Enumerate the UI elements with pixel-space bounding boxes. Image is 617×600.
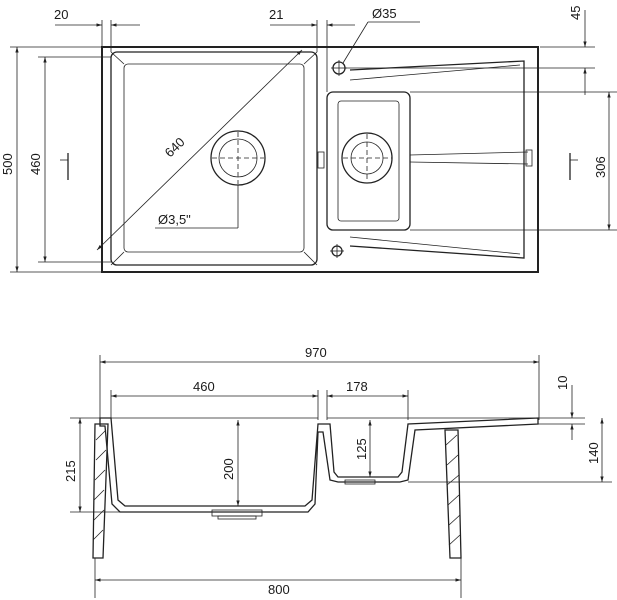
main-bowl-outer — [110, 51, 318, 266]
section-view: 970 460 178 200 — [63, 345, 612, 598]
dim-10: 10 — [555, 376, 570, 390]
dim-178: 178 — [346, 379, 368, 394]
cabinet-panel-left — [92, 423, 109, 559]
small-drain-fitting — [344, 479, 376, 485]
dim-640: 640 — [162, 134, 188, 160]
overflow-slot — [317, 151, 325, 169]
diagonal-dim-line — [96, 49, 303, 251]
small-bowl-outer — [326, 91, 411, 231]
dim-140: 140 — [586, 442, 601, 464]
drainer-board — [349, 60, 525, 259]
dim-970: 970 — [305, 345, 327, 360]
sink-profile — [99, 417, 539, 513]
dim-500: 500 — [0, 153, 15, 175]
top-view: 640 Ø3,5" Ø35 — [0, 6, 617, 273]
main-drain-fitting — [211, 509, 263, 517]
dim-200: 200 — [221, 458, 236, 480]
dim-45: 45 — [568, 6, 583, 20]
dim-800: 800 — [268, 582, 290, 597]
dim-21: 21 — [269, 7, 283, 22]
dim-tap-hole: Ø35 — [372, 6, 397, 21]
dim-215: 215 — [63, 460, 78, 482]
dim-125: 125 — [354, 438, 369, 460]
dim-20: 20 — [54, 7, 68, 22]
dim-460-top: 460 — [28, 153, 43, 175]
small-bowl-inner — [337, 100, 400, 222]
sink-outline — [101, 46, 539, 273]
dim-drain-size: Ø3,5" — [158, 212, 191, 227]
dim-460-section: 460 — [193, 379, 215, 394]
dim-306: 306 — [593, 156, 608, 178]
cabinet-panel-right — [444, 429, 462, 559]
